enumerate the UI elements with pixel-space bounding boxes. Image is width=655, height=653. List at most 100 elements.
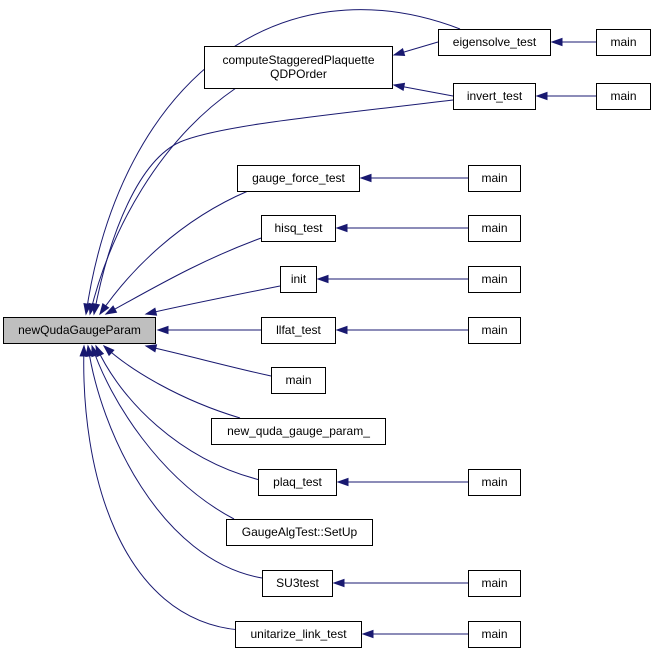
node-box <box>237 165 360 192</box>
edge-su3test-to-root <box>85 344 263 579</box>
node-main-init[interactable]: main <box>468 266 521 293</box>
edge-line <box>145 285 281 315</box>
node-box <box>226 519 373 546</box>
node-label: main <box>481 475 507 489</box>
node-label: eigensolve_test <box>453 35 537 49</box>
node-main-direct[interactable]: main <box>271 367 326 394</box>
edge-arrowhead <box>316 274 329 284</box>
node-unitarize-link-test[interactable]: unitarize_link_test <box>235 621 362 648</box>
node-box <box>261 317 336 344</box>
node-box <box>271 367 326 394</box>
edge-arrowhead <box>336 477 349 487</box>
node-init[interactable]: init <box>280 266 317 293</box>
edge-arrowhead <box>85 344 94 357</box>
node-main-hisq[interactable]: main <box>468 215 521 242</box>
node-box <box>261 215 336 242</box>
node-box <box>453 83 536 110</box>
node-invert-test[interactable]: invert_test <box>453 83 536 110</box>
edge-new_quda_gauge_param_-to-root <box>102 344 241 419</box>
node-gauge-force-test[interactable]: gauge_force_test <box>237 165 360 192</box>
edge-line <box>87 345 263 579</box>
edge-line <box>93 99 454 315</box>
node-label: hisq_test <box>274 221 323 235</box>
edge-main_gf-to-gauge_force_test <box>359 173 468 183</box>
edge-main_unit-to-unitarize_link_test <box>361 629 468 639</box>
edge-line <box>95 345 261 481</box>
node-main-gf[interactable]: main <box>468 165 521 192</box>
edge-main_inv-to-invert_test <box>535 91 596 101</box>
node-box <box>3 317 156 344</box>
edge-line <box>105 236 265 315</box>
node-box <box>596 83 651 110</box>
node-box <box>468 165 521 192</box>
node-new-quda-gauge-param-[interactable]: new_quda_gauge_param_ <box>211 418 386 445</box>
node-eigensolve-test[interactable]: eigensolve_test <box>438 29 551 56</box>
node-box <box>438 29 551 56</box>
node-hisq-test[interactable]: hisq_test <box>261 215 336 242</box>
edge-line <box>99 190 249 315</box>
node-label: QDPOrder <box>270 67 327 81</box>
node-label: main <box>481 272 507 286</box>
edge-line <box>89 87 237 315</box>
edge-line <box>83 345 241 631</box>
edge-gauge_force_test-to-root <box>99 190 249 316</box>
edge-unitarize_link_test-to-root <box>79 344 241 631</box>
node-label: main <box>481 323 507 337</box>
node-label: plaq_test <box>273 475 322 489</box>
node-su3test[interactable]: SU3test <box>262 570 333 597</box>
node-main-plaq[interactable]: main <box>468 469 521 496</box>
edge-arrowhead <box>102 344 115 357</box>
edges-layer <box>79 9 596 639</box>
node-main-su3[interactable]: main <box>468 570 521 597</box>
edge-main_plaq-to-plaq_test <box>336 477 468 487</box>
node-main-inv[interactable]: main <box>596 83 651 110</box>
edge-arrowhead <box>332 578 345 588</box>
node-label: main <box>481 576 507 590</box>
edge-line <box>91 345 235 520</box>
node-label: new_quda_gauge_param_ <box>227 424 370 438</box>
node-plaq-test[interactable]: plaq_test <box>258 469 337 496</box>
node-box <box>468 266 521 293</box>
edge-arrowhead <box>99 302 110 316</box>
node-root[interactable]: newQudaGaugeParam <box>3 317 156 344</box>
edge-arrowhead <box>550 37 563 47</box>
node-label: init <box>291 272 307 286</box>
node-label: newQudaGaugeParam <box>18 323 141 337</box>
node-label: SU3test <box>276 576 319 590</box>
node-label: main <box>610 89 636 103</box>
edge-arrowhead <box>144 344 158 353</box>
node-box <box>468 570 521 597</box>
edge-main_hisq-to-hisq_test <box>335 223 468 233</box>
edge-arrowhead <box>361 629 374 639</box>
node-label: computeStaggeredPlaquette <box>222 53 374 67</box>
edge-arrowhead <box>91 302 101 316</box>
edge-arrowhead <box>392 82 406 92</box>
node-box <box>468 215 521 242</box>
edge-arrowhead <box>335 223 348 233</box>
node-box <box>235 621 362 648</box>
node-label: llfat_test <box>276 323 321 337</box>
edge-arrowhead <box>535 91 548 101</box>
node-label: gauge_force_test <box>252 171 345 185</box>
node-gaugealg-setup[interactable]: GaugeAlgTest::SetUp <box>226 519 373 546</box>
node-label: main <box>481 171 507 185</box>
edge-main_llfat-to-llfat_test <box>335 325 468 335</box>
node-main-eig[interactable]: main <box>596 29 651 56</box>
edge-arrowhead <box>359 173 372 183</box>
node-main-llfat[interactable]: main <box>468 317 521 344</box>
edge-arrowhead <box>91 344 100 358</box>
edge-main_eig-to-eigensolve_test <box>550 37 596 47</box>
edge-gaugealg_setup-to-root <box>91 344 235 520</box>
node-label: unitarize_link_test <box>250 627 347 641</box>
node-llfat-test[interactable]: llfat_test <box>261 317 336 344</box>
edge-eigensolve_test-to-cspq <box>392 41 439 57</box>
node-box <box>468 621 521 648</box>
edge-llfat_test-to-root <box>156 325 261 335</box>
edge-main_direct-to-root <box>144 344 272 377</box>
node-main-unit[interactable]: main <box>468 621 521 648</box>
node-box <box>468 317 521 344</box>
edge-arrowhead <box>144 307 158 316</box>
